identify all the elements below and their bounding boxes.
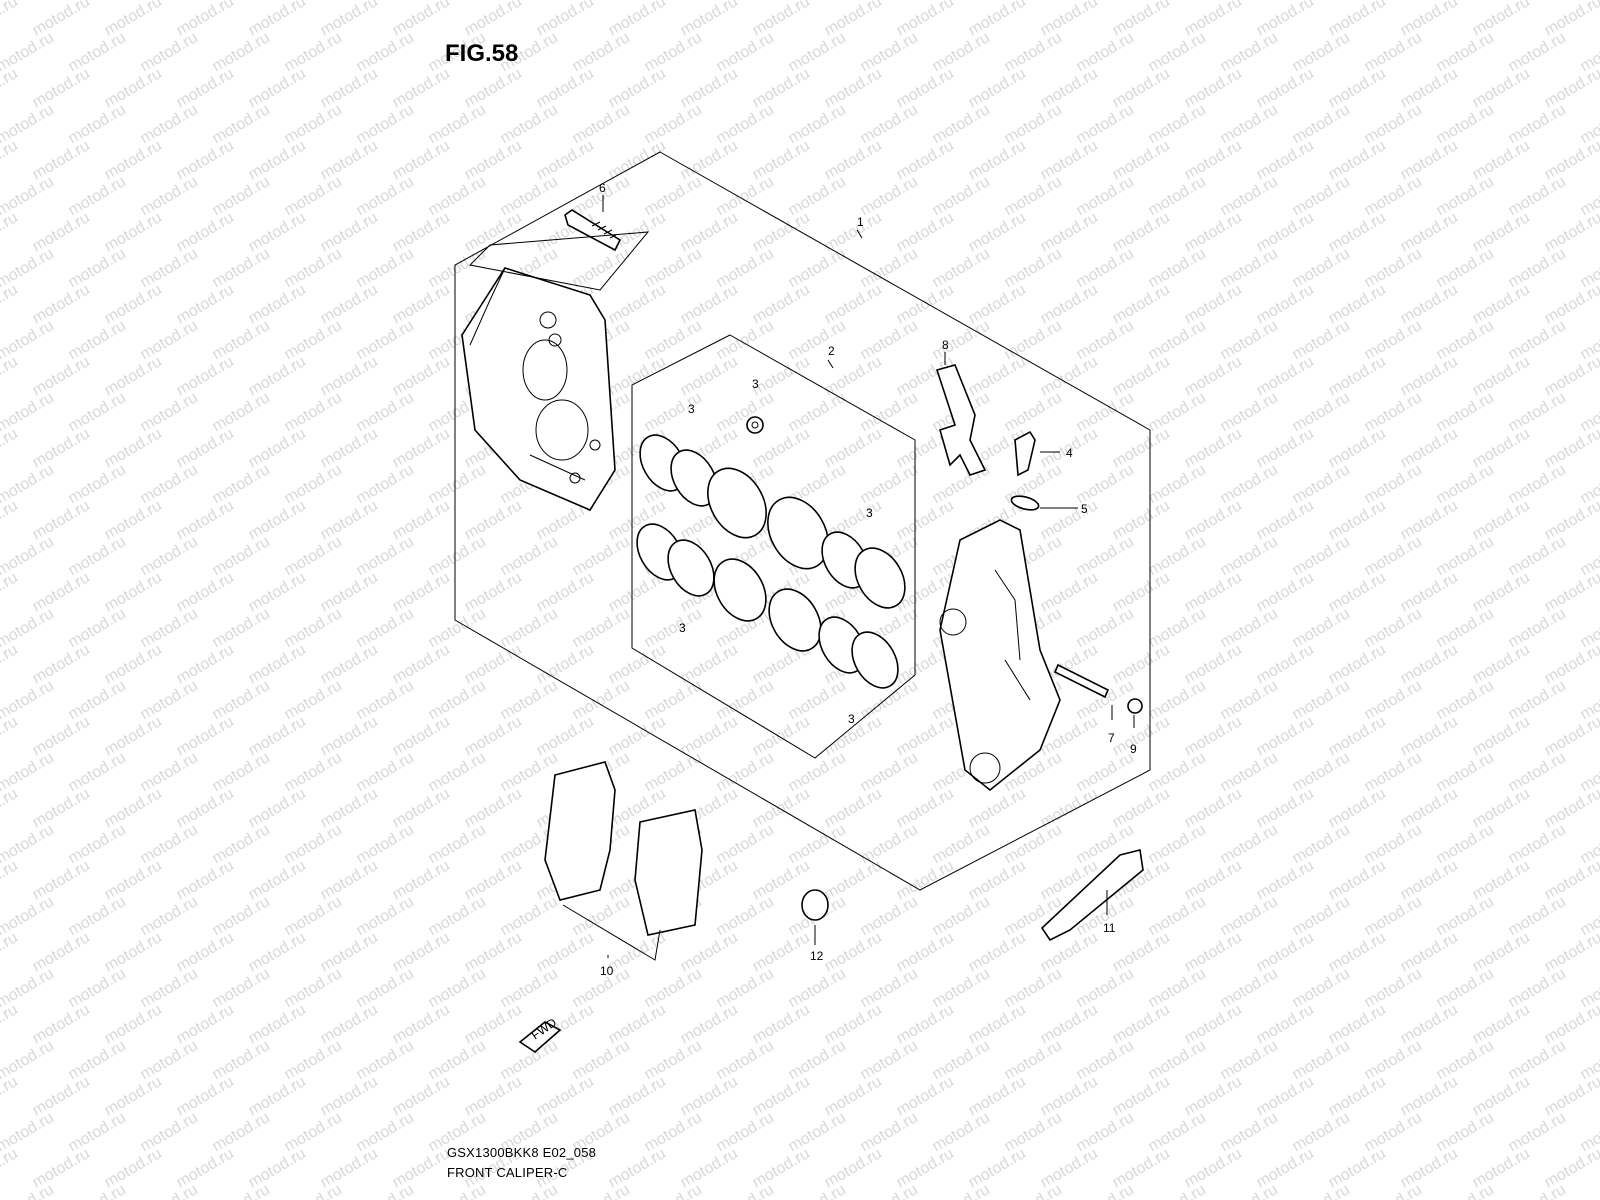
- callout-6: 6: [599, 181, 606, 195]
- callout-2: 2: [828, 344, 835, 358]
- fwd-arrow: FWD: [518, 1015, 562, 1054]
- caliper-half-left: [461, 267, 616, 512]
- leader-lines: [602, 195, 1135, 958]
- pad-spring-8: [935, 364, 987, 476]
- callout-9: 9: [1130, 742, 1137, 756]
- piston-seals: [636, 416, 906, 689]
- brake-pads-10: [544, 761, 703, 961]
- callout-7: 7: [1108, 731, 1115, 745]
- caliper-half-right: [939, 519, 1061, 792]
- plug-9: [1127, 698, 1143, 714]
- callout-10: 10: [600, 964, 614, 978]
- callout-4: 4: [1066, 446, 1073, 460]
- bleeder-cap-5: [1010, 495, 1040, 511]
- piston-kit-boundary-2: [631, 334, 916, 759]
- figure-title: FIG.58: [445, 40, 519, 67]
- callout-1: 1: [857, 215, 864, 229]
- collar-12: [801, 889, 829, 921]
- callout-5: 5: [1081, 502, 1088, 516]
- assembly-boundary-1: [454, 151, 1151, 891]
- callout-3c: 3: [866, 506, 873, 520]
- callout-8: 8: [942, 338, 949, 352]
- pad-pin-7: [1053, 663, 1110, 699]
- callout-3e: 3: [848, 712, 855, 726]
- diagram-name: FRONT CALIPER-C: [447, 1165, 568, 1180]
- mounting-bolt-11: [1040, 849, 1144, 942]
- callout-3d: 3: [679, 621, 686, 635]
- bleeder-valve-4: [1014, 430, 1036, 477]
- callout-3b: 3: [688, 402, 695, 416]
- callout-11: 11: [1103, 921, 1116, 935]
- callout-3a: 3: [752, 377, 759, 391]
- bolt-6: [468, 209, 650, 291]
- callout-12: 12: [810, 949, 824, 963]
- model-code: GSX1300BKK8 E02_058: [447, 1145, 597, 1160]
- callout-labels: 1 2 3 3 3 3 3 4 5 6 7 8 9 10 11 12: [599, 181, 1137, 978]
